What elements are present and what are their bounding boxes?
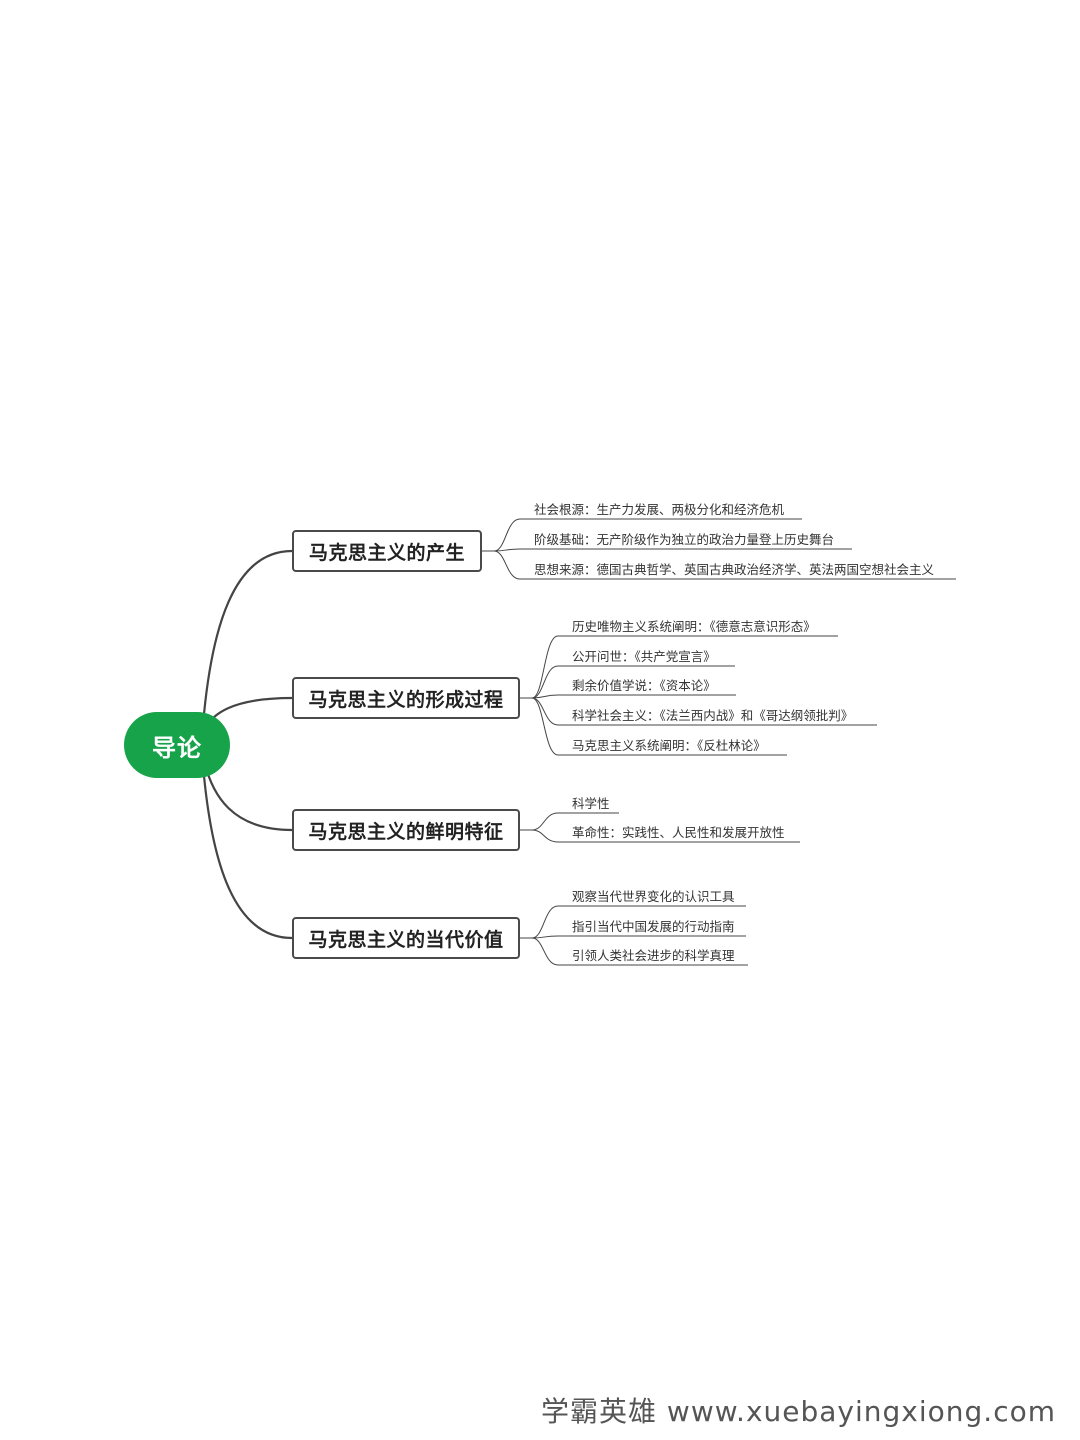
leaf-topic[interactable]: 历史唯物主义系统阐明：《德意志意识形态》 bbox=[572, 619, 816, 634]
leaf-connector bbox=[520, 937, 748, 966]
leaf-topic[interactable]: 观察当代世界变化的认识工具 bbox=[572, 889, 735, 904]
branch-topic-origin[interactable]: 马克思主义的产生 bbox=[292, 530, 482, 572]
leaf-connector bbox=[520, 829, 800, 843]
leaf-topic[interactable]: 公开问世：《共产党宣言》 bbox=[572, 649, 716, 664]
leaf-connector bbox=[520, 694, 736, 699]
leaf-topic[interactable]: 阶级基础：无产阶级作为独立的政治力量登上历史舞台 bbox=[534, 532, 835, 547]
leaf-connector bbox=[482, 550, 956, 580]
leaf-connector bbox=[482, 548, 852, 552]
leaf-topic[interactable]: 思想来源：德国古典哲学、英国古典政治经济学、英法两国空想社会主义 bbox=[534, 562, 935, 577]
leaf-topic[interactable]: 引领人类社会进步的科学真理 bbox=[572, 948, 735, 963]
leaf-topic[interactable]: 社会根源：生产力发展、两极分化和经济危机 bbox=[534, 502, 785, 517]
branch-topic-features[interactable]: 马克思主义的鲜明特征 bbox=[292, 809, 520, 851]
leaf-topic[interactable]: 科学性 bbox=[572, 796, 610, 811]
leaf-connector bbox=[520, 697, 787, 756]
leaf-topic[interactable]: 马克思主义系统阐明：《反杜林论》 bbox=[572, 738, 766, 753]
branch-topic-formation[interactable]: 马克思主义的形成过程 bbox=[292, 677, 520, 719]
watermark: 学霸英雄 www.xuebayingxiong.com bbox=[541, 1395, 1056, 1428]
root-connector bbox=[202, 549, 293, 715]
root-topic[interactable]: 导论 bbox=[124, 712, 230, 778]
leaf-topic[interactable]: 革命性：实践性、人民性和发展开放性 bbox=[572, 825, 785, 840]
leaf-topic[interactable]: 指引当代中国发展的行动指南 bbox=[572, 919, 735, 934]
leaf-connector bbox=[520, 935, 746, 939]
root-connector bbox=[202, 775, 293, 940]
leaf-topic[interactable]: 科学社会主义：《法兰西内战》和《哥达纲领批判》 bbox=[572, 708, 854, 723]
branch-topic-value[interactable]: 马克思主义的当代价值 bbox=[292, 917, 520, 959]
leaf-topic[interactable]: 剩余价值学说：《资本论》 bbox=[572, 678, 716, 693]
